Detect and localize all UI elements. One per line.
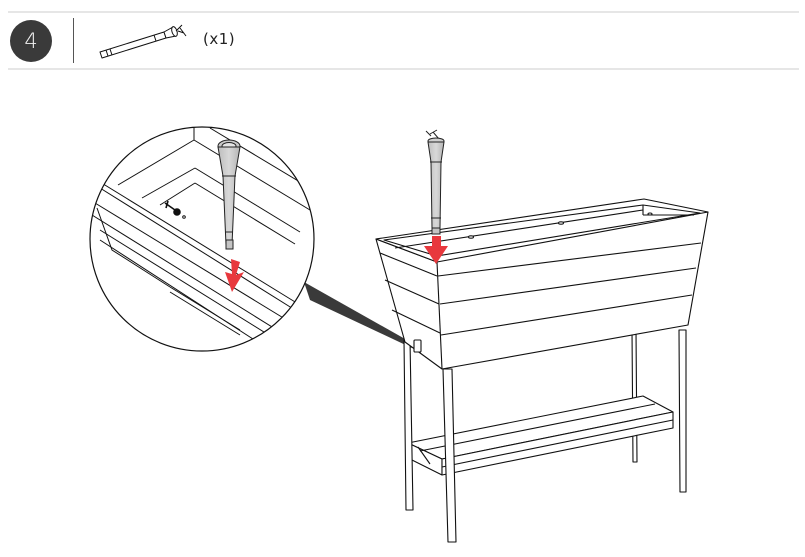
raised-planter: [375, 198, 709, 543]
header-top-rule: [8, 11, 799, 13]
magnified-detail: [89, 126, 315, 352]
insert-arrow: [424, 236, 448, 264]
step-number: 4: [24, 29, 38, 53]
step-number-badge: 4: [10, 20, 52, 62]
header-bottom-rule: [8, 68, 799, 70]
header-divider: [73, 18, 74, 63]
part-quantity: (x1): [203, 30, 236, 48]
main-tube: [425, 129, 445, 235]
watering-tube-icon: [99, 24, 187, 59]
callout-pointer: [304, 282, 414, 348]
assembly-illustration: [89, 126, 709, 543]
